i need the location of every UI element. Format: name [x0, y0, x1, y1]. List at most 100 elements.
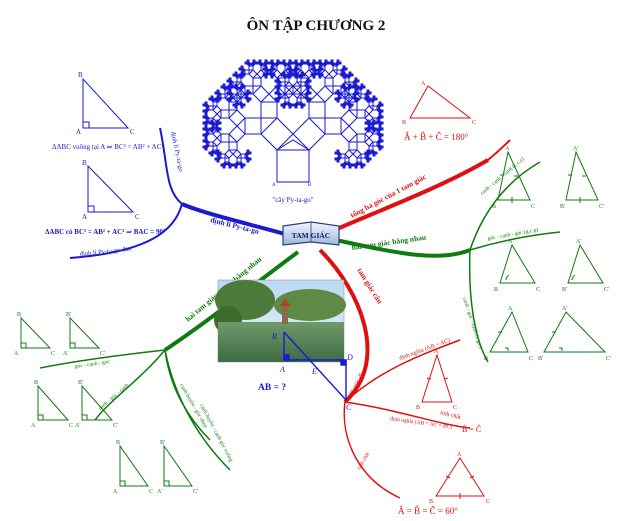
center-label: TAM GIÁC — [292, 230, 330, 240]
page-title: ÔN TẬP CHƯƠNG 2 — [247, 17, 386, 34]
svg-text:A: A — [508, 239, 513, 245]
green-right-sub-3 — [468, 249, 489, 363]
svg-text:C: C — [472, 120, 476, 126]
red-top-sub — [487, 139, 511, 161]
svg-text:B: B — [402, 120, 406, 126]
green-left-pair-3: B A C B' A' C' — [113, 440, 198, 495]
green-right-pair-gcg: A B C A' B' C' — [494, 239, 609, 293]
svg-text:C: C — [130, 128, 135, 136]
center-node: TAM GIÁC — [282, 221, 340, 246]
blue-formula-1: ΔABC vuông tại A ⇒ BC² = AB² + AC² — [52, 143, 164, 151]
red-bottom-sub-3 — [343, 401, 401, 499]
svg-text:C: C — [149, 489, 153, 495]
blue-branch-label: định lí Py-ta-go — [210, 215, 261, 236]
svg-text:B: B — [492, 204, 496, 210]
svg-text:C': C' — [606, 356, 611, 362]
svg-text:A: A — [113, 489, 118, 495]
red-bottom-def1-label: định nghĩa (AB = AC) — [398, 337, 451, 362]
green-right-sub-1 — [469, 161, 541, 251]
svg-text:C': C' — [599, 204, 604, 210]
pythagoras-tree-figure — [202, 59, 384, 183]
tree-label-a: A — [272, 183, 276, 188]
photo-label-d: D — [346, 353, 353, 362]
svg-text:A: A — [457, 452, 462, 458]
green-left-sub-1 — [39, 349, 166, 369]
green-right-sub3-label: cạnh - góc - cạnh (c.g.c) — [461, 296, 484, 349]
svg-text:A: A — [421, 81, 426, 87]
svg-text:C: C — [536, 287, 540, 293]
photo-label-a: A — [279, 365, 285, 374]
photo-question: AB = ? — [258, 383, 286, 393]
red-bottom-deu-label: tam giác đều — [346, 369, 367, 399]
blue-sub-branch-2 — [69, 203, 183, 259]
svg-text:B: B — [429, 499, 433, 505]
svg-text:C: C — [69, 423, 73, 429]
svg-text:B': B' — [66, 312, 71, 318]
green-right-pair-cgc: A B C A' B' C' — [484, 306, 611, 362]
svg-text:C: C — [453, 405, 457, 411]
svg-text:A: A — [14, 351, 19, 357]
svg-text:A': A' — [75, 423, 80, 429]
svg-text:B: B — [17, 312, 21, 318]
red-anglesum-formula: Â + B̂ + Ĉ = 180° — [404, 131, 469, 142]
svg-text:A: A — [508, 306, 513, 312]
tree-label-b: B — [308, 183, 312, 188]
red-top-branch — [329, 158, 490, 234]
svg-text:C': C' — [100, 351, 105, 357]
svg-text:A: A — [434, 349, 439, 355]
blue-sub-branch-1 — [159, 127, 183, 205]
svg-text:B': B' — [78, 380, 83, 386]
green-left-pair-2: B A C B' A' C' — [31, 380, 118, 429]
photo-label-c: C — [346, 403, 352, 412]
svg-text:A': A' — [157, 489, 162, 495]
red-bottom-sub-2 — [344, 401, 471, 429]
green-left-pair-1: B A C B' A' C' — [14, 312, 105, 357]
photo-label-e: E — [311, 367, 317, 376]
svg-text:B: B — [494, 287, 498, 293]
svg-text:C: C — [486, 499, 490, 505]
blue-sub1-label: định lí Py-ta-go — [169, 131, 184, 172]
green-left-sub2-label: cạnh - góc - cạnh — [97, 382, 130, 411]
red-bottom-prop1-label: tính chất — [440, 409, 462, 421]
svg-text:B: B — [416, 405, 420, 411]
green-right-branch — [335, 238, 471, 258]
svg-text:A': A' — [562, 306, 567, 312]
green-right-pair-ccc: A B C A' B' C' — [492, 146, 604, 210]
red-bottom-branch — [318, 248, 370, 404]
svg-text:B': B' — [562, 287, 567, 293]
photo-geometry — [283, 331, 347, 401]
svg-text:A': A' — [63, 351, 68, 357]
lake-photo — [214, 279, 346, 363]
red-triangle-anglesum: A B C — [402, 81, 476, 126]
svg-text:C: C — [531, 204, 535, 210]
svg-text:B: B — [78, 71, 83, 79]
blue-main-branch — [181, 202, 293, 238]
red-triangle-isosceles: A B C — [416, 349, 457, 411]
svg-text:B: B — [34, 380, 38, 386]
svg-text:A: A — [505, 146, 510, 152]
blue-formula-2: ΔABC có BC² = AB² + AC² ⇒ BAC = 90° — [45, 228, 166, 236]
blue-triangle-1: B A C — [76, 71, 135, 136]
red-isosceles-angle: B̂ = Ĉ — [462, 423, 481, 434]
red-bottom-label: tam giác cân — [355, 266, 384, 306]
blue-sub2-label: định lí Py-ta-go đảo — [79, 246, 131, 258]
svg-text:C: C — [51, 351, 55, 357]
svg-text:A: A — [31, 423, 36, 429]
green-left-sub-4 — [164, 349, 231, 471]
tree-caption: "cây Py-ta-go" — [272, 196, 313, 204]
svg-text:C: C — [135, 213, 140, 221]
svg-text:C': C' — [193, 489, 198, 495]
svg-text:A: A — [82, 213, 87, 221]
green-left-sub1-label: góc - cạnh - góc — [74, 359, 110, 370]
svg-text:B: B — [484, 356, 488, 362]
svg-text:A: A — [76, 128, 81, 136]
blue-triangle-2: B A C — [82, 159, 140, 221]
photo-label-b: B — [272, 332, 277, 341]
green-left-sub-2 — [94, 349, 166, 421]
svg-text:B': B' — [160, 440, 165, 446]
green-right-sub-2 — [469, 231, 561, 251]
red-bottom-sub-1 — [344, 339, 461, 403]
svg-text:B: B — [116, 440, 120, 446]
svg-text:C': C' — [604, 287, 609, 293]
